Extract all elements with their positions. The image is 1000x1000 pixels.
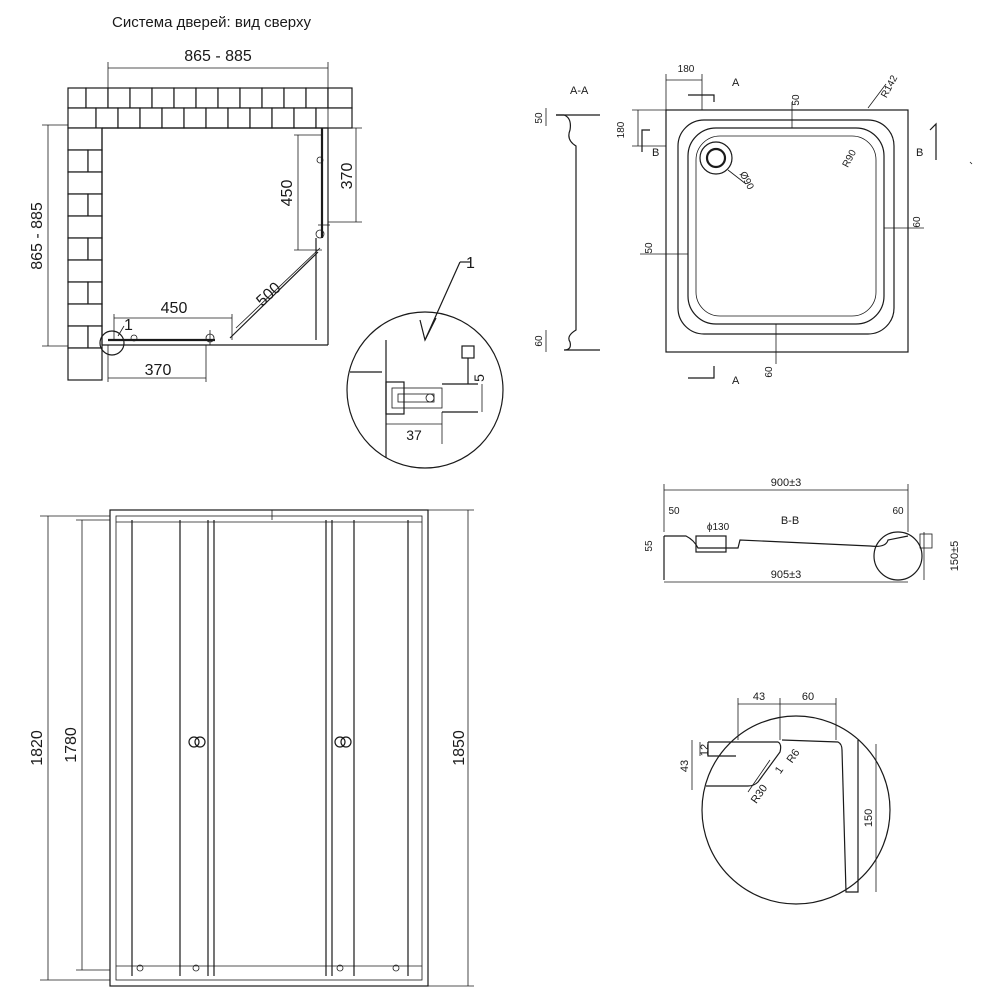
handle-right xyxy=(334,736,346,748)
bb-drain: ϕ130 xyxy=(707,522,730,533)
tray-dim-180-v: 180 xyxy=(616,121,627,138)
section-aa: A-A 50 60 xyxy=(534,85,600,352)
handle-left xyxy=(188,736,200,748)
edge-thickness: 1 xyxy=(773,764,786,776)
tray-rim-left: 50 xyxy=(644,242,655,254)
tray-dim-180-h: 180 xyxy=(678,64,695,75)
bb-inner-width: 900±3 xyxy=(771,477,802,489)
tray-mark-b-left: B xyxy=(652,147,659,159)
tray-mark-a-top: A xyxy=(732,77,740,89)
edge-radius-small: R6 xyxy=(785,747,803,765)
plan-side-offset-label: 370 xyxy=(339,163,356,190)
edge-detail: 43 60 43 12 R6 R30 1 150 xyxy=(679,691,891,905)
plan-door-height-label: 450 xyxy=(279,180,296,207)
tray-top-view: 180 A 180 B B 50 R142 R90 Ø90 60 50 60 A xyxy=(616,64,973,387)
tray-mark-b-right: B xyxy=(916,147,923,159)
plan-bottom-offset-label: 370 xyxy=(145,362,172,379)
bb-outer-width: 905±3 xyxy=(771,569,802,581)
detail-callout-circle xyxy=(99,330,125,356)
plan-view: 865 - 885 865 - 885 450 370 500 450 370 … xyxy=(29,48,362,382)
tray-rim-right: 60 xyxy=(912,216,923,228)
section-aa-bottom-dim: 60 xyxy=(534,335,545,347)
tray-radius-inner: R90 xyxy=(841,148,860,170)
tray-rim-bottom: 60 xyxy=(764,366,775,378)
front-height-total: 1850 xyxy=(451,730,468,766)
tray-radius-outer: R142 xyxy=(879,73,900,100)
edge-dim-60: 60 xyxy=(802,691,814,703)
section-aa-top-dim: 50 xyxy=(534,112,545,124)
brick-wall-top xyxy=(67,87,353,129)
tray-mark-a-bottom: A xyxy=(732,375,740,387)
tray-drain-dim: Ø90 xyxy=(737,170,756,192)
front-view: 1820 1780 1850 xyxy=(29,509,474,987)
plan-width-label: 865 - 885 xyxy=(184,48,252,65)
plan-depth-label: 865 - 885 xyxy=(29,202,46,270)
plan-bottom-door-label: 450 xyxy=(161,300,188,317)
bb-left-rim: 50 xyxy=(668,506,680,517)
brick-wall-left xyxy=(67,127,103,381)
bb-height-left: 55 xyxy=(644,540,655,552)
detail-1: 1 5 37 xyxy=(346,255,504,469)
edge-dim-12: 12 xyxy=(699,744,711,756)
edge-dim-43-top: 43 xyxy=(753,691,765,703)
drain-inner xyxy=(705,147,727,169)
plan-diagonal-label: 500 xyxy=(253,279,284,310)
section-aa-label: A-A xyxy=(570,85,589,97)
page-title: Система дверей: вид сверху xyxy=(112,14,311,31)
tray-rim-top: 50 xyxy=(791,94,802,106)
edge-height: 150 xyxy=(863,809,875,827)
detail-1-dim-b: 37 xyxy=(406,427,422,443)
bb-height-right: 150±5 xyxy=(949,541,961,572)
bb-right-rim: 60 xyxy=(892,506,904,517)
bb-label: B-B xyxy=(781,515,799,527)
detail-1-callout-label: 1 xyxy=(466,255,475,272)
detail-1-dim-a: 5 xyxy=(471,374,487,382)
plan-callout-label: 1 xyxy=(124,317,133,334)
edge-dim-43-side: 43 xyxy=(679,760,691,772)
front-height-inner: 1780 xyxy=(63,727,80,763)
drain-outer xyxy=(699,141,733,175)
front-height-outer: 1820 xyxy=(29,730,46,766)
section-bb: 900±3 B-B 50 60 ϕ130 905±3 55 150±5 xyxy=(644,477,961,583)
